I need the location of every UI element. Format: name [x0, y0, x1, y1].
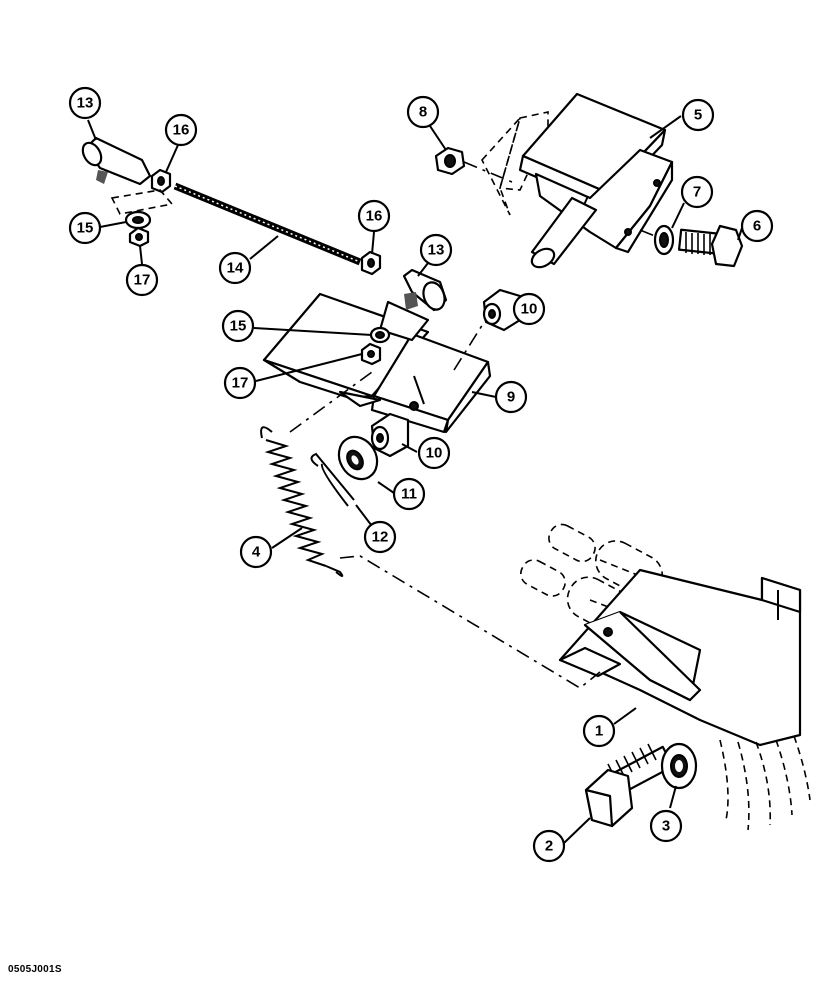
svg-text:11: 11: [401, 486, 417, 503]
part-14-threaded-rod: [173, 182, 362, 266]
svg-text:5: 5: [694, 107, 702, 124]
part-7-washer: [639, 224, 675, 256]
svg-text:3: 3: [662, 818, 670, 835]
part-1-bracket: [520, 523, 811, 831]
callout-9: 9: [494, 380, 528, 414]
callout-3: 3: [649, 809, 683, 843]
svg-text:17: 17: [232, 375, 249, 392]
callout-14: 14: [218, 251, 252, 285]
svg-text:15: 15: [77, 220, 94, 237]
callout-8: 8: [406, 95, 440, 129]
part-11-washer: [337, 435, 379, 481]
svg-text:13: 13: [428, 242, 445, 259]
callout-17-left: 17: [125, 263, 159, 297]
svg-text:17: 17: [134, 272, 151, 289]
callout-16-center: 16: [357, 199, 391, 233]
part-13-ball-joints: [81, 136, 448, 312]
callout-15-left: 15: [68, 211, 102, 245]
callout-11: 11: [392, 477, 426, 511]
svg-text:14: 14: [227, 260, 244, 277]
svg-text:8: 8: [419, 104, 427, 121]
svg-text:9: 9: [507, 389, 515, 406]
callout-1: 1: [582, 714, 616, 748]
svg-text:1: 1: [595, 723, 603, 740]
callout-4: 4: [239, 535, 273, 569]
callout-10-upper: 10: [512, 292, 546, 326]
callout-13-top-left: 13: [68, 86, 102, 120]
part-9-lower-block: [262, 292, 499, 434]
svg-text:2: 2: [545, 838, 553, 855]
callout-16-top-left: 16: [164, 113, 198, 147]
callout-15-center: 15: [221, 309, 255, 343]
svg-text:6: 6: [753, 218, 761, 235]
callout-7: 7: [680, 175, 714, 209]
part-2-bolt: [584, 743, 675, 828]
svg-text:16: 16: [173, 122, 190, 139]
callout-5: 5: [681, 98, 715, 132]
part-12-cotter-pin: [310, 452, 355, 507]
svg-text:15: 15: [230, 318, 247, 335]
callout-13-center: 13: [419, 233, 453, 267]
svg-text:7: 7: [693, 184, 701, 201]
svg-text:16: 16: [366, 208, 383, 225]
part-16-jam-nuts: [150, 168, 382, 276]
part-3-washer: [660, 742, 698, 790]
part-4-spring: [260, 371, 601, 689]
callout-6: 6: [740, 209, 774, 243]
svg-text:12: 12: [372, 529, 389, 546]
callout-10-lower: 10: [417, 436, 451, 470]
svg-text:10: 10: [426, 445, 443, 462]
svg-text:4: 4: [252, 544, 261, 561]
part-15-17-washers-nuts: [124, 210, 391, 366]
callout-12: 12: [363, 520, 397, 554]
drawing-code: 0505J001S: [8, 964, 62, 975]
part-5-upper-block: [481, 92, 674, 269]
part-8-nut: [434, 146, 513, 183]
part-6-bolt: [677, 224, 744, 268]
svg-text:13: 13: [77, 95, 94, 112]
callout-17-center: 17: [223, 366, 257, 400]
callout-2: 2: [532, 829, 566, 863]
svg-text:10: 10: [521, 301, 538, 318]
